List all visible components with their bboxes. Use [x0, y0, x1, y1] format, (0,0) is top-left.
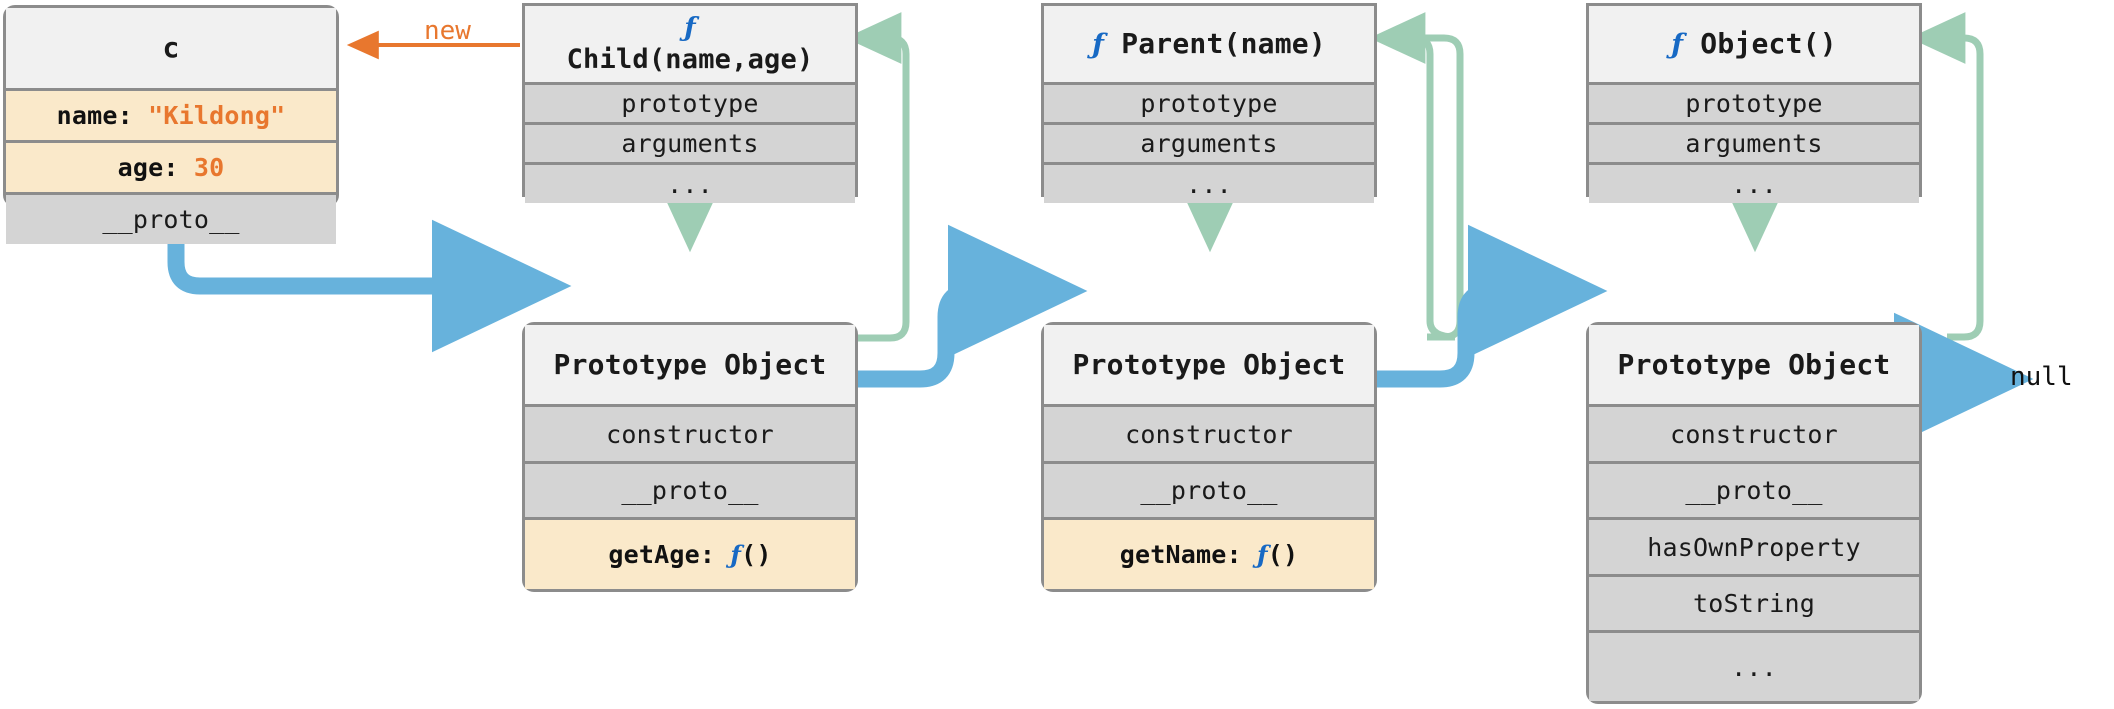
- instance-c-age-value: 30: [193, 153, 225, 182]
- child-function-signature: Child(name,age): [566, 43, 814, 75]
- child-prototype-row-constructor: constructor: [525, 407, 855, 464]
- parent-function-signature: Parent(name): [1121, 27, 1326, 61]
- instance-c-box: c name: "Kildong" age: 30 __proto__: [3, 5, 339, 244]
- instance-c-row-proto: __proto__: [6, 195, 336, 244]
- object-function-row-ellipsis: ...: [1589, 165, 1919, 203]
- parent-function-row-prototype: prototype: [1044, 85, 1374, 125]
- arrow-child-constructor: [845, 12, 910, 342]
- object-prototype-row-ellipsis: ...: [1589, 633, 1919, 701]
- function-glyph-icon: ƒ: [1092, 27, 1105, 60]
- child-prototype-getage-key: getAge:: [608, 540, 731, 569]
- child-prototype-getage-parens: (): [741, 540, 772, 569]
- arrow-child-proto-link: [855, 224, 1088, 388]
- object-function-row-prototype: prototype: [1589, 85, 1919, 125]
- function-glyph-icon: ƒ: [1671, 27, 1684, 60]
- parent-prototype-row-getname: getName: ƒ(): [1044, 520, 1374, 589]
- child-function-row-ellipsis: ...: [525, 165, 855, 203]
- parent-prototype-getname-key: getName:: [1119, 540, 1257, 569]
- instance-c-header: c: [6, 8, 336, 91]
- child-function-row-arguments: arguments: [525, 125, 855, 165]
- parent-prototype-box: Prototype Object constructor __proto__ g…: [1041, 322, 1377, 592]
- arrow-parent-constructor: [1369, 12, 1464, 341]
- child-function-header: ƒ Child(name,age): [525, 6, 855, 85]
- object-prototype-row-constructor: constructor: [1589, 407, 1919, 464]
- parent-prototype-getname-parens: (): [1267, 540, 1299, 569]
- parent-prototype-row-proto: __proto__: [1044, 464, 1374, 520]
- parent-function-row-arguments: arguments: [1044, 125, 1374, 165]
- instance-c-name-key: name:: [56, 101, 149, 130]
- child-prototype-row-getage: getAge: ƒ(): [525, 520, 855, 589]
- instance-c-name-value: "Kildong": [148, 101, 286, 130]
- function-glyph-icon: ƒ: [730, 540, 742, 569]
- object-function-row-arguments: arguments: [1589, 125, 1919, 165]
- parent-function-box: ƒ Parent(name) prototype arguments ...: [1041, 3, 1377, 203]
- new-label: new: [424, 16, 471, 46]
- object-function-signature: Object(): [1700, 27, 1837, 61]
- object-prototype-box: Prototype Object constructor __proto__ h…: [1586, 322, 1922, 704]
- instance-c-age-key: age:: [117, 153, 194, 182]
- child-function-box: ƒ Child(name,age) prototype arguments ..…: [522, 3, 858, 203]
- object-prototype-header: Prototype Object: [1589, 325, 1919, 407]
- function-glyph-icon: ƒ: [1257, 540, 1268, 569]
- object-prototype-row-proto: __proto__: [1589, 464, 1919, 520]
- object-prototype-row-hasownproperty: hasOwnProperty: [1589, 520, 1919, 577]
- child-prototype-header: Prototype Object: [525, 325, 855, 407]
- object-function-header: ƒ Object(): [1589, 6, 1919, 85]
- object-function-box: ƒ Object() prototype arguments ...: [1586, 3, 1922, 203]
- parent-function-header: ƒ Parent(name): [1044, 6, 1374, 85]
- null-label: null: [2010, 362, 2073, 392]
- arrow-parent-proto-link: [1375, 224, 1608, 388]
- function-glyph-icon: ƒ: [684, 12, 696, 44]
- instance-c-row-name: name: "Kildong": [6, 91, 336, 143]
- instance-c-row-age: age: 30: [6, 143, 336, 195]
- arrow-object-constructor: [1909, 12, 1984, 341]
- object-prototype-row-tostring: toString: [1589, 577, 1919, 633]
- child-prototype-box: Prototype Object constructor __proto__ g…: [522, 322, 858, 592]
- child-function-row-prototype: prototype: [525, 85, 855, 125]
- parent-prototype-row-constructor: constructor: [1044, 407, 1374, 464]
- parent-prototype-header: Prototype Object: [1044, 325, 1374, 407]
- parent-function-row-ellipsis: ...: [1044, 165, 1374, 203]
- child-prototype-row-proto: __proto__: [525, 464, 855, 520]
